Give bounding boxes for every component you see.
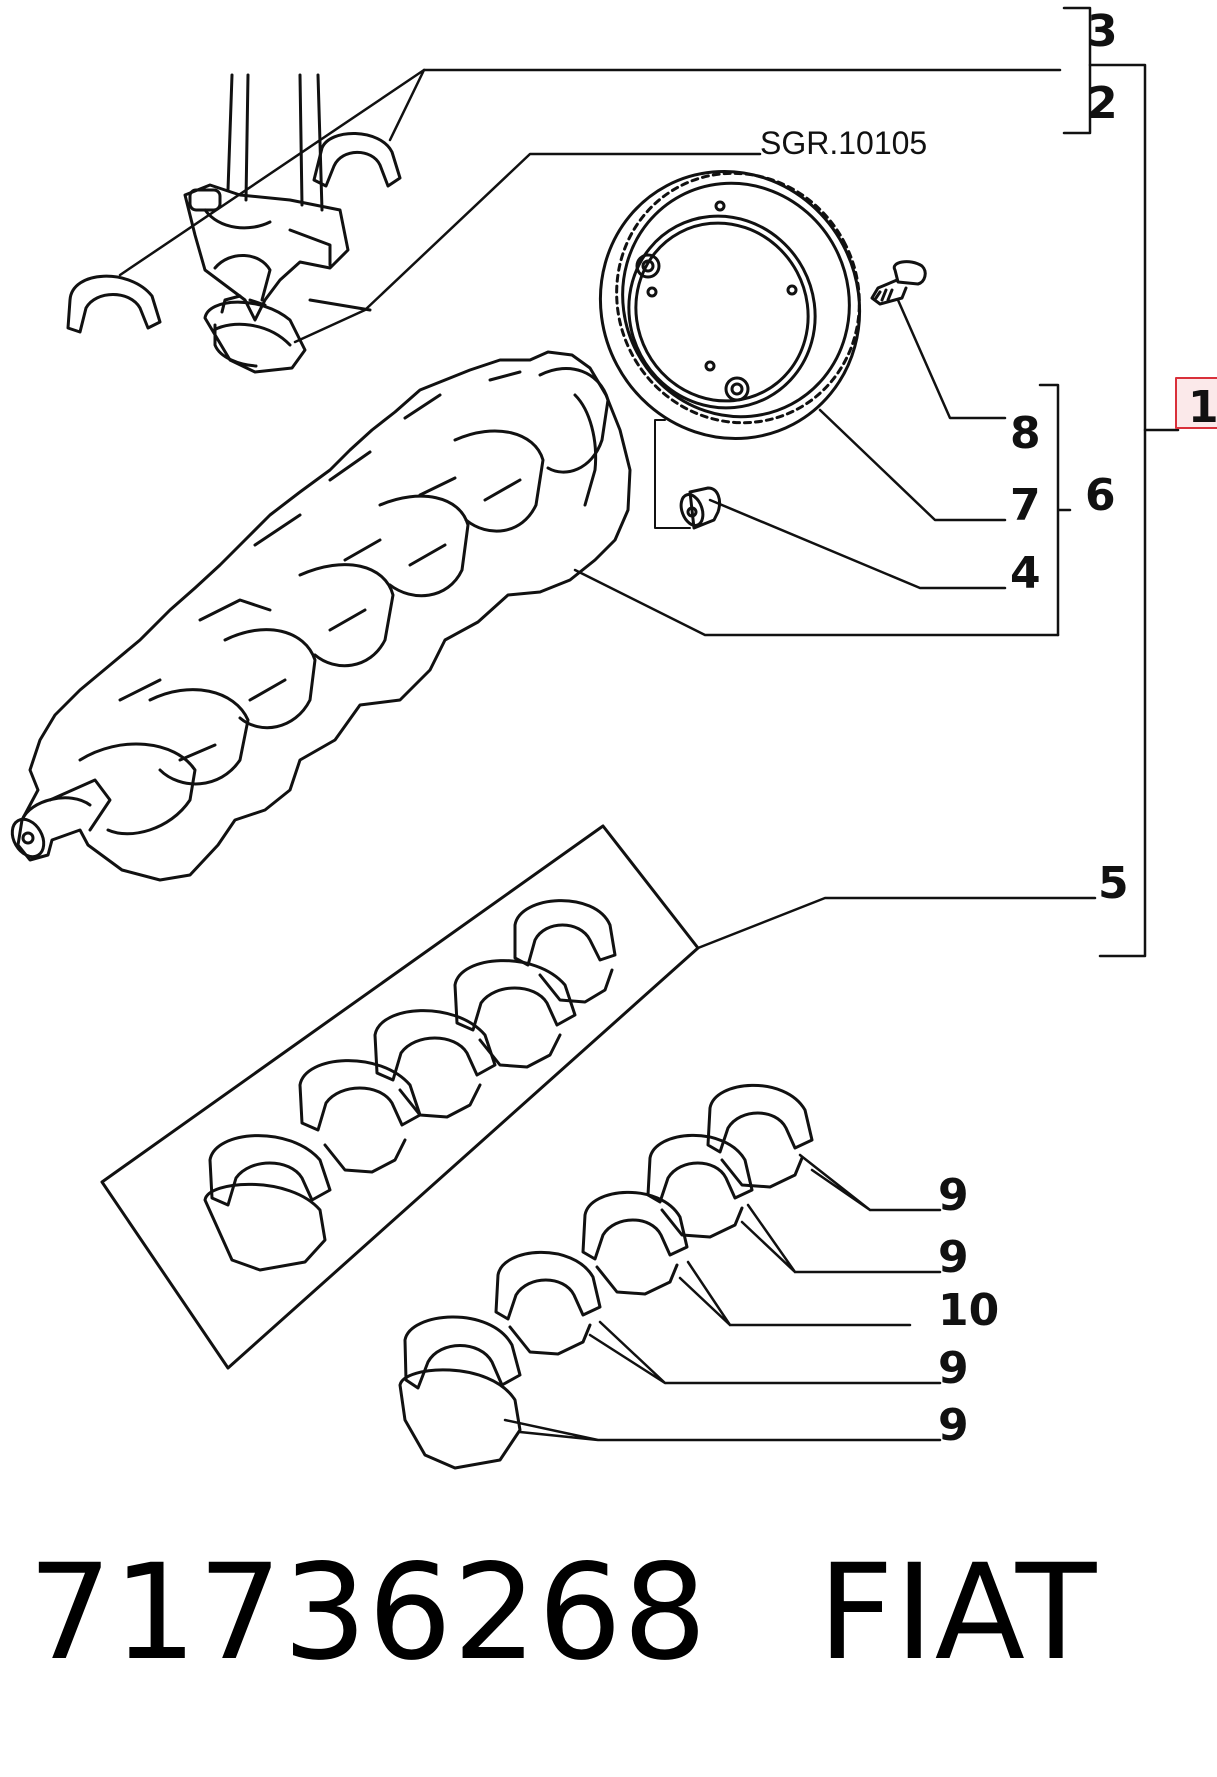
dowel-pin [654,419,722,530]
reference-code: SGR.10105 [760,125,927,161]
part-number: 71736268 [28,1536,708,1690]
bearing-shell-9b [646,1133,754,1239]
bearing-shell-9a [706,1083,814,1189]
loose-bearing-shells [398,1083,814,1470]
callout-9-third: 9 [938,1343,969,1394]
timing-gear [598,170,862,440]
callout-7: 7 [1010,480,1041,531]
callout-1: 1 [1188,382,1217,433]
bearing-shell-9d [398,1315,522,1470]
bearing-shell-9c [494,1250,602,1356]
callout-10: 10 [938,1285,999,1336]
main-bearing-shell [203,1134,332,1272]
callout-9-second: 9 [938,1232,969,1283]
callout-1-highlight [1175,377,1217,429]
main-bearing-shell [373,1009,497,1119]
main-bearing-shell [513,899,617,1004]
rod-bearing-lower [66,274,162,334]
callout-8: 8 [1010,408,1041,459]
crankshaft [10,350,632,882]
main-bearing-shell [298,1059,422,1174]
brand-name: FIAT [817,1536,1098,1690]
leader-lines [118,6,1180,1442]
callout-5: 5 [1098,858,1129,909]
callout-4: 4 [1010,548,1041,599]
footer-caption: 71736268 FIAT [28,1536,1097,1690]
callout-6: 6 [1085,470,1116,521]
callout-9-first: 9 [938,1170,969,1221]
gear-bolt [870,260,927,306]
callout-2: 2 [1087,78,1118,129]
callout-9-fourth: 9 [938,1400,969,1451]
rod-bearing-shell [203,294,307,374]
rod-bearing-upper [312,132,402,188]
main-bearing-shell [453,959,577,1069]
callout-3: 3 [1087,6,1118,57]
connecting-rod [183,73,372,322]
bearing-shell-10 [581,1190,689,1296]
main-bearing-set [100,824,700,1370]
